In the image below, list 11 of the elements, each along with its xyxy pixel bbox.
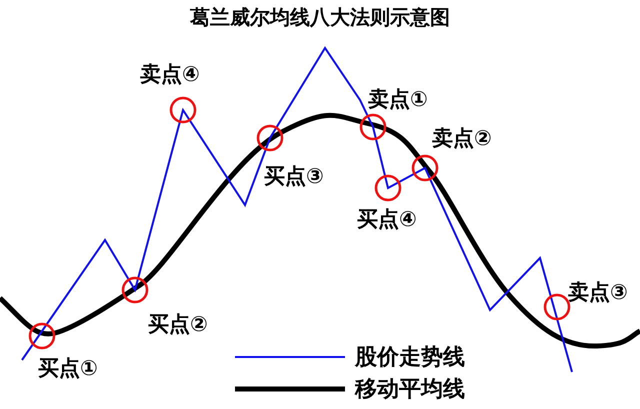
point-label: 卖点② bbox=[432, 125, 492, 152]
title: 葛兰威尔均线八大法则示意图 bbox=[189, 4, 451, 31]
point-label: 买点④ bbox=[357, 206, 417, 233]
legend-text: 股价走势线 bbox=[355, 344, 465, 372]
point-label: 买点① bbox=[38, 355, 98, 382]
point-label: 卖点④ bbox=[140, 61, 200, 88]
point-label: 买点③ bbox=[264, 163, 324, 190]
point-label: 买点② bbox=[148, 311, 208, 338]
legend-text: 移动平均线 bbox=[355, 376, 465, 404]
point-label: 卖点③ bbox=[568, 279, 628, 306]
point-label: 卖点① bbox=[368, 86, 428, 113]
